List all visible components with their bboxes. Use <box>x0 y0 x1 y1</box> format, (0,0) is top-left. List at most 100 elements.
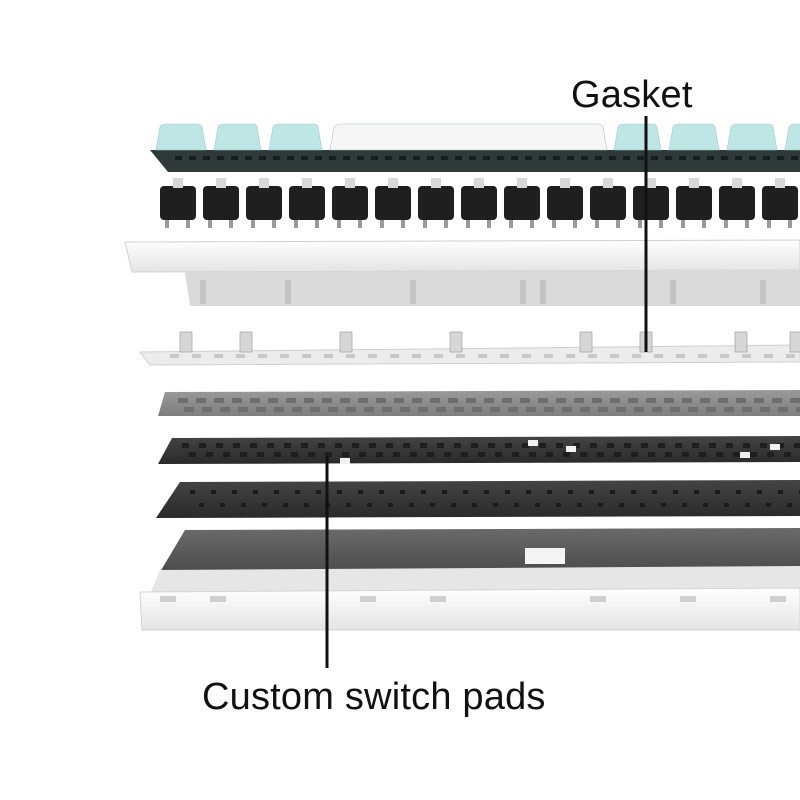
pcb-hole <box>409 503 414 507</box>
pcb-hole <box>253 490 258 494</box>
keycap-underside <box>150 150 800 172</box>
gasket-plate-hole <box>170 354 179 358</box>
plate-cutout <box>214 398 224 403</box>
switch-pin <box>466 220 470 228</box>
switch-housing <box>375 186 411 220</box>
pad-hole <box>607 443 614 448</box>
plate-cutout <box>292 407 302 412</box>
plate-cutout <box>598 407 608 412</box>
pcb-hole <box>358 490 363 494</box>
switch-pin <box>745 220 749 228</box>
plate-cutout <box>472 407 482 412</box>
pcb-hole <box>535 503 540 507</box>
keycap-stem-slot <box>497 156 504 160</box>
plate-cutout <box>508 407 518 412</box>
plate-cutout <box>562 407 572 412</box>
pcb-hole <box>274 490 279 494</box>
switch-pin <box>595 220 599 228</box>
plate-cutout <box>520 398 530 403</box>
plate-cutout <box>418 407 428 412</box>
pcb-hole <box>724 503 729 507</box>
switch-pin <box>401 220 405 228</box>
pad-hole <box>223 452 230 457</box>
bottom-case-clip <box>430 596 446 602</box>
pcb-hole <box>547 490 552 494</box>
plate-cutout <box>340 398 350 403</box>
pad-hole <box>250 443 257 448</box>
keycap-stem-slot <box>455 156 462 160</box>
plate-cutout <box>286 398 296 403</box>
plate-cutout <box>256 407 266 412</box>
pad-hole <box>682 452 689 457</box>
switch-pin <box>358 220 362 228</box>
pad-hole <box>325 452 332 457</box>
plate-cutout <box>220 407 230 412</box>
top-case-inner-wall <box>185 270 800 306</box>
switch-housing <box>461 186 497 220</box>
plate-cutout <box>736 398 746 403</box>
pcb-hole <box>346 503 351 507</box>
pcb-hole <box>232 490 237 494</box>
plate-cutout <box>328 407 338 412</box>
switch-pin <box>681 220 685 228</box>
gasket-plate-hole <box>258 354 267 358</box>
switch-pin <box>229 220 233 228</box>
pcb-hole <box>400 490 405 494</box>
switch-stem <box>517 178 527 188</box>
pcb-board <box>156 480 800 518</box>
pad-hole <box>556 443 563 448</box>
pad-hole <box>488 443 495 448</box>
keycap-stem-slot <box>427 156 434 160</box>
switch-housing <box>246 186 282 220</box>
pcb-hole <box>745 503 750 507</box>
pcb-hole <box>589 490 594 494</box>
pad-hole <box>478 452 485 457</box>
gasket-standoff <box>179 331 193 353</box>
case-tab <box>285 280 291 304</box>
pad-cutout-white <box>340 458 350 464</box>
gasket-plate-hole <box>324 354 333 358</box>
plate-cutout <box>310 407 320 412</box>
plate-cutout <box>718 398 728 403</box>
keycap-stem-slot <box>749 156 756 160</box>
keycap <box>213 123 262 151</box>
gasket-plate-hole <box>236 354 245 358</box>
case-tab <box>540 280 546 304</box>
pad-hole <box>386 443 393 448</box>
switch-plate-layer <box>158 390 800 416</box>
bottom-case-clip <box>590 596 606 602</box>
plate-cutout <box>538 398 548 403</box>
plate-cutout <box>652 407 662 412</box>
pcb-hole <box>388 503 393 507</box>
pcb-hole <box>505 490 510 494</box>
plate-cutout <box>772 398 782 403</box>
plate-cutout <box>688 407 698 412</box>
plate-cutout <box>760 407 770 412</box>
pcb-hole <box>463 490 468 494</box>
gasket-plate-hole <box>588 354 597 358</box>
plate-cutout <box>466 398 476 403</box>
gasket-plate-hole <box>742 354 751 358</box>
keycap-stem-slot <box>553 156 560 160</box>
pad-hole <box>580 452 587 457</box>
pad-hole <box>308 452 315 457</box>
pcb-hole <box>304 503 309 507</box>
gasket-plate-hole <box>478 354 487 358</box>
plate-cutout <box>682 398 692 403</box>
pcb-hole <box>190 490 195 494</box>
switch-stem <box>775 178 785 188</box>
gasket-plate-hole <box>676 354 685 358</box>
pad-hole <box>352 443 359 448</box>
switch-pin <box>788 220 792 228</box>
keycap-stem-slot <box>595 156 602 160</box>
case-tab <box>520 280 526 304</box>
gasket-callout-label: Gasket <box>571 74 693 116</box>
keycap-stem-slot <box>343 156 350 160</box>
switch-pin <box>724 220 728 228</box>
keycap-stem-slot <box>175 156 182 160</box>
pad-hole <box>716 452 723 457</box>
keycap-stem-slot <box>385 156 392 160</box>
bottom-case-clip <box>680 596 696 602</box>
switch-stem <box>302 178 312 188</box>
keycap-stem-slot <box>721 156 728 160</box>
